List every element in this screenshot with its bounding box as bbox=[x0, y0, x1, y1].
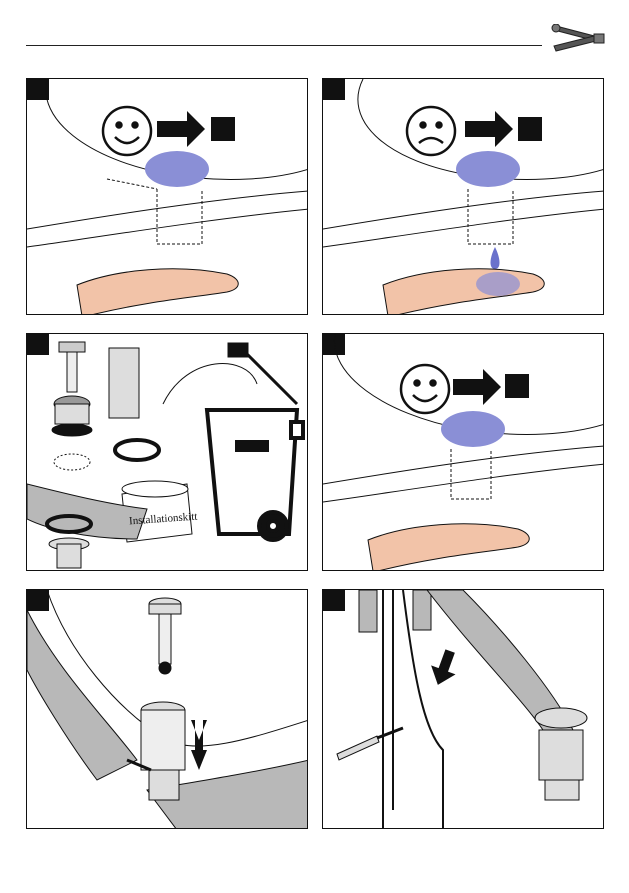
hand-icon bbox=[77, 269, 238, 315]
step-panel-5 bbox=[26, 589, 308, 829]
step-panel-4 bbox=[322, 333, 604, 571]
screwdriver-icon bbox=[337, 736, 379, 760]
ring-icon bbox=[115, 440, 159, 460]
hand-icon bbox=[368, 524, 529, 571]
step-panel-1 bbox=[26, 78, 308, 315]
drain-plug-icon bbox=[211, 117, 235, 141]
smiley-happy-icon bbox=[401, 365, 449, 413]
smiley-sad-icon bbox=[407, 107, 455, 155]
step-panel-6 bbox=[322, 589, 604, 829]
arrow-right-icon bbox=[157, 111, 205, 147]
wrench-screwdriver-icon bbox=[550, 24, 606, 54]
drain-plug-icon bbox=[535, 708, 587, 800]
step-panel-2 bbox=[322, 78, 604, 315]
arrow-right-icon bbox=[465, 111, 513, 147]
arrow-right-icon bbox=[453, 369, 501, 405]
header-rule bbox=[26, 45, 542, 46]
arrow-down-icon bbox=[426, 647, 463, 690]
water-drop-icon bbox=[491, 247, 500, 269]
hand-icon bbox=[383, 269, 544, 315]
drain-plug-icon bbox=[52, 342, 92, 436]
smiley-happy-icon bbox=[103, 107, 151, 155]
drain-plug-icon bbox=[145, 151, 209, 187]
double-arrow-icon bbox=[191, 720, 207, 770]
step-panel-3: Installationskitt bbox=[26, 333, 308, 571]
trash-bin-icon bbox=[207, 410, 303, 540]
